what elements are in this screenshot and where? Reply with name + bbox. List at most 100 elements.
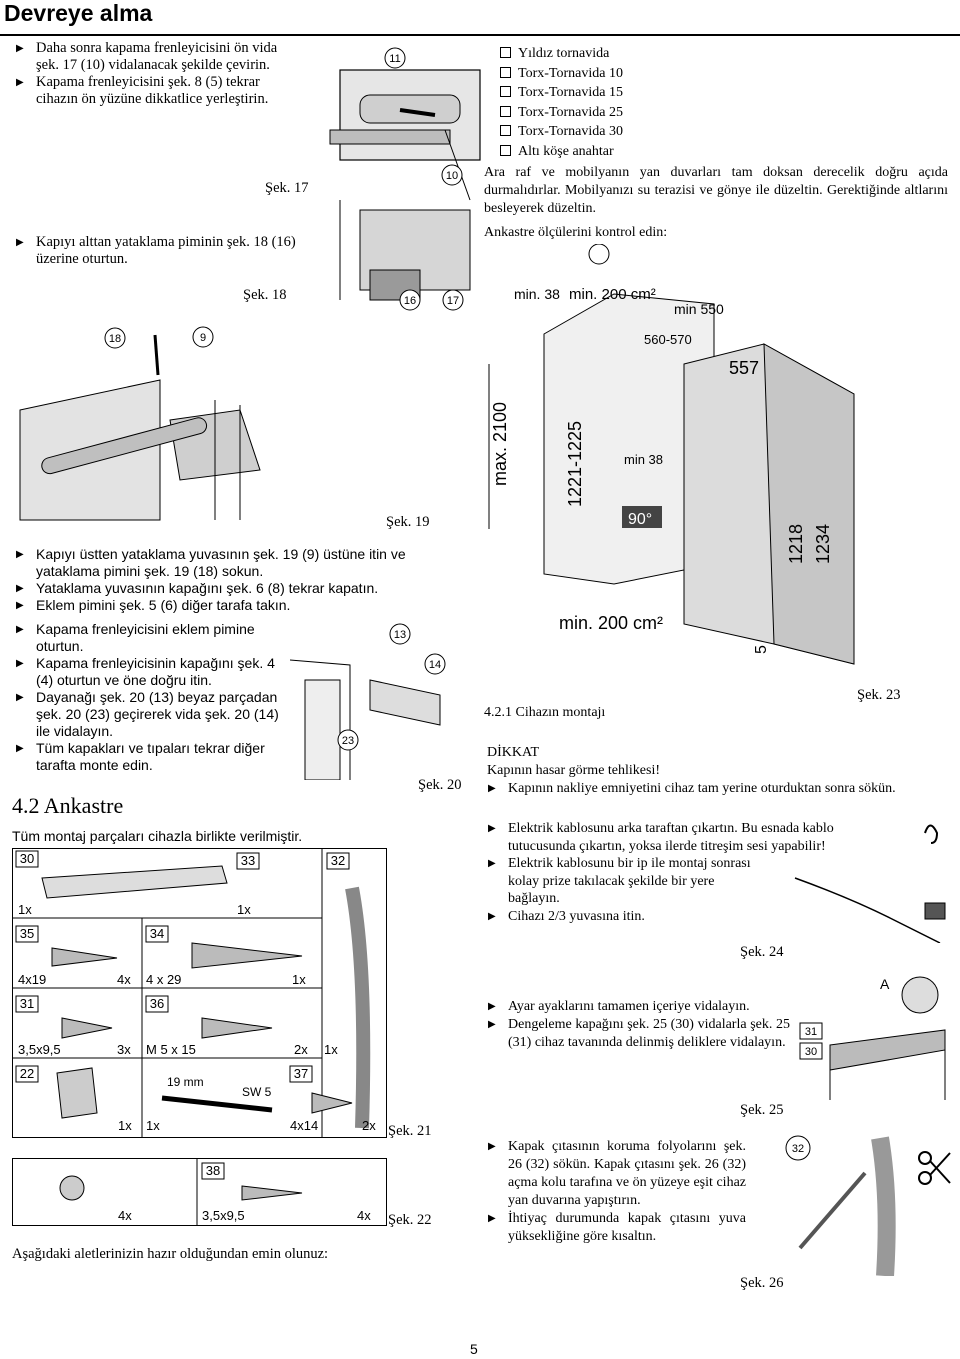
install-steps-top: Daha sonra kapama frenleyicisini ön vida… (12, 40, 302, 108)
part-22-number: 22 (20, 1066, 34, 1081)
part-30-number: 30 (20, 851, 34, 866)
tool-item: Yıldız tornavida (498, 44, 938, 64)
cable-steps: Elektrik kablosunu arka taraftan çıkartı… (484, 820, 874, 925)
figure-caption-26: Şek. 26 (740, 1275, 784, 1291)
part-36-number: 36 (150, 996, 164, 1011)
figure-caption-19: Şek. 19 (386, 514, 430, 530)
dim-1218: 1218 (786, 524, 806, 564)
part-35-number: 35 (20, 926, 34, 941)
part-38-count: 4x (357, 1208, 371, 1223)
part-35-count: 4x (117, 972, 131, 987)
callout-23: 23 (342, 735, 354, 747)
tool-item: Torx-Tornavida 30 (498, 122, 938, 142)
subsection-title: 4.2.1 Cihazın montajı (484, 705, 606, 720)
dim-min-200-top: min. 200 cm² (569, 286, 656, 303)
dim-min-200-bottom: min. 200 cm² (559, 613, 663, 633)
part-34-count: 1x (292, 972, 306, 987)
callout-11: 11 (389, 53, 400, 65)
feet-steps: Ayar ayaklarını tamamen içeriye vidalayı… (484, 998, 790, 1052)
list-item: Elektrik kablosunu arka taraftan çıkartı… (484, 820, 874, 855)
dim-min-38-top: min. 38 (514, 286, 560, 302)
detail-a-label: A (880, 976, 890, 992)
figure-19-upper-hinge: 18 9 (0, 320, 300, 530)
list-item: Kapama frenleyicisini şek. 8 (5) tekrar … (12, 74, 302, 108)
list-item: Ayar ayaklarını tamamen içeriye vidalayı… (484, 998, 790, 1016)
part-36-count: 2x (294, 1042, 308, 1057)
tool-item: Torx-Tornavida 10 (498, 64, 938, 84)
section-intro: Tüm montaj parçaları cihazla birlikte ve… (12, 828, 303, 844)
tool-item: Torx-Tornavida 25 (498, 103, 938, 123)
callout-9: 9 (200, 332, 206, 344)
part-37-number: 37 (294, 1066, 308, 1081)
warning-line: Kapının hasar görme tehlikesi! (487, 763, 661, 778)
dim-max-2100: max. 2100 (490, 402, 510, 486)
list-item: Eklem pimini şek. 5 (6) diğer tarafa tak… (12, 597, 472, 614)
part-31-qty: 3,5x9,5 (18, 1042, 61, 1057)
list-item: Yataklama yuvasının kapağını şek. 6 (8) … (12, 580, 472, 597)
part-38-number: 38 (206, 1163, 220, 1178)
list-item: Tüm kapakları ve tıpaları tekrar diğer t… (12, 740, 287, 774)
warning-list: Kapının nakliye emniyetini cihaz tam yer… (484, 780, 954, 797)
figure-23-niche-dimensions: max. 2100 1221-1225 min. 200 cm² min. 38… (484, 244, 954, 694)
page-title: Devreye alma (4, 0, 153, 26)
figure-caption-24: Şek. 24 (740, 944, 784, 960)
part-36-qty: M 5 x 15 (146, 1042, 196, 1057)
tools-intro: Aşağıdaki aletlerinizin hazır olduğundan… (12, 1246, 329, 1262)
callout-18: 18 (109, 333, 121, 345)
figure-21-parts: 30 33 32 1x 1x 35 34 4x19 4x 4 x 29 1x 3… (12, 848, 387, 1138)
callout-31: 31 (805, 1026, 817, 1038)
dim-min-38-side: min 38 (624, 452, 663, 467)
list-item: Kapıyı üstten yataklama yuvasının şek. 1… (12, 546, 472, 580)
dim-5: 5 (753, 645, 770, 654)
hinge-steps-b: Kapama frenleyicisini eklem pimine oturt… (12, 621, 287, 774)
warning-title: DİKKAT (487, 745, 540, 760)
list-item: Daha sonra kapama frenleyicisini ön vida… (12, 40, 302, 74)
section-title: 4.2 Ankastre (12, 793, 124, 818)
part-32-number: 32 (331, 853, 345, 868)
tool-item: Torx-Tornavida 15 (498, 83, 938, 103)
part-30-qty: 1x (18, 902, 32, 917)
wrench-size: 19 mm (167, 1075, 204, 1089)
figure-25-cover-plate: A 31 30 (790, 975, 955, 1100)
part-34-qty: 4 x 29 (146, 972, 181, 987)
part-32-qty: 1x (324, 1042, 338, 1057)
part-34-number: 34 (150, 926, 164, 941)
figure-caption-25: Şek. 25 (740, 1102, 784, 1118)
figure-caption-21: Şek. 21 (388, 1123, 432, 1139)
page-number: 5 (470, 1341, 478, 1357)
dim-1234: 1234 (813, 524, 833, 564)
list-item: Elektrik kablosunu bir ip ile montaj son… (484, 855, 753, 908)
list-item: Kapıyı alttan yataklama piminin şek. 18 … (12, 234, 302, 268)
figure-caption-17: Şek. 17 (265, 180, 309, 196)
dim-1221-1225: 1221-1225 (565, 421, 585, 507)
callout-16: 16 (404, 295, 416, 307)
part-31-count: 3x (117, 1042, 131, 1057)
callout-10: 10 (446, 170, 458, 182)
wrench-qty: 1x (146, 1118, 160, 1133)
part-37-count: 2x (362, 1118, 376, 1133)
angle-90: 90° (628, 511, 652, 528)
list-item: Kapama frenleyicisinin kapağını şek. 4 (… (12, 655, 287, 689)
callout-30: 30 (805, 1046, 817, 1058)
tool-item: Altı köşe anahtar (498, 142, 938, 162)
part-33-qty: 1x (237, 902, 251, 917)
part-cap-qty: 4x (118, 1208, 132, 1223)
figure-caption-22: Şek. 22 (388, 1212, 432, 1228)
callout-13: 13 (394, 629, 406, 641)
door-step: Kapıyı alttan yataklama piminin şek. 18 … (12, 234, 302, 268)
foil-steps: Kapak çıtasının koruma folyolarını şek. … (484, 1138, 746, 1246)
part-22-qty: 1x (118, 1118, 132, 1133)
figure-22-parts: 38 4x 3,5x9,5 4x (12, 1158, 387, 1226)
figure-26-door-strip: 32 (770, 1128, 955, 1276)
list-item: Cihazı 2/3 yuvasına itin. (484, 908, 874, 926)
figure-caption-23: Şek. 23 (857, 687, 901, 703)
part-35-qty: 4x19 (18, 972, 46, 987)
alignment-paragraph: Ara raf ve mobilyanın yan duvarları tam … (484, 165, 948, 216)
page-header: Devreye alma (0, 0, 960, 36)
callout-32: 32 (792, 1143, 804, 1155)
wrench-sw: SW 5 (242, 1085, 272, 1099)
figure-caption-20: Şek. 20 (418, 777, 462, 793)
part-33-number: 33 (241, 853, 255, 868)
list-item: Dengeleme kapağını şek. 25 (30) vidalarl… (484, 1016, 790, 1052)
figure-caption-18: Şek. 18 (243, 287, 287, 303)
